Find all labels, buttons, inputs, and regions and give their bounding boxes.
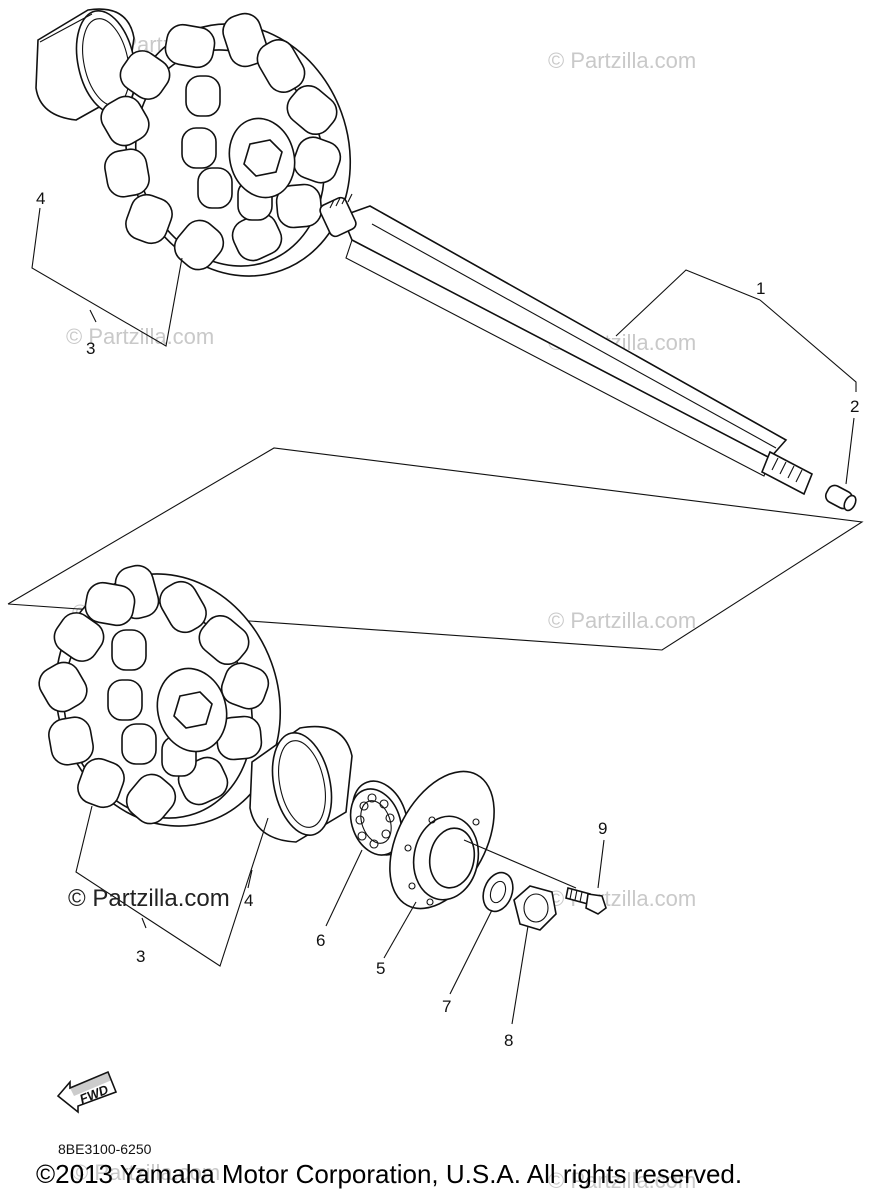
sprocket-bottom [38, 564, 282, 827]
washer [482, 871, 514, 913]
callout-bearing-housing: 5 [376, 959, 385, 978]
sprocket-top [100, 12, 352, 277]
callout-washer: 7 [442, 997, 451, 1016]
watermark-dark: © Partzilla.com [68, 885, 230, 912]
fwd-arrow-icon: FWD [56, 1070, 118, 1114]
callout-sprocket-bottom: 3 [136, 947, 145, 966]
callout-nut: 8 [504, 1031, 513, 1050]
watermark: © Partzilla.com [548, 1168, 696, 1193]
collar-top [35, 8, 137, 121]
watermark: © Partzilla.com [66, 324, 214, 349]
diagram-code: 8BE3100-6250 [58, 1141, 152, 1157]
collar-bottom [249, 725, 353, 843]
plug [824, 484, 857, 512]
callout-collar-top: 4 [36, 189, 45, 208]
nut [513, 885, 557, 931]
watermark: © Partzilla.com [548, 48, 696, 73]
bearing [349, 780, 409, 856]
callout-sprocket-top: 3 [86, 339, 95, 358]
callout-collar-bottom: 4 [244, 891, 253, 910]
bolt [565, 887, 607, 915]
watermark: © Partzilla.com [72, 1160, 220, 1185]
callout-shaft: 1 [756, 279, 765, 298]
callout-plug: 2 [850, 397, 859, 416]
copyright-notice: ©2013 Yamaha Motor Corporation, U.S.A. A… [36, 1159, 743, 1189]
shaft [319, 193, 814, 496]
callout-bolt: 9 [598, 819, 607, 838]
watermark: © Partzilla.com [548, 608, 696, 633]
bearing-housing [389, 770, 495, 910]
callout-bearing: 6 [316, 931, 325, 950]
